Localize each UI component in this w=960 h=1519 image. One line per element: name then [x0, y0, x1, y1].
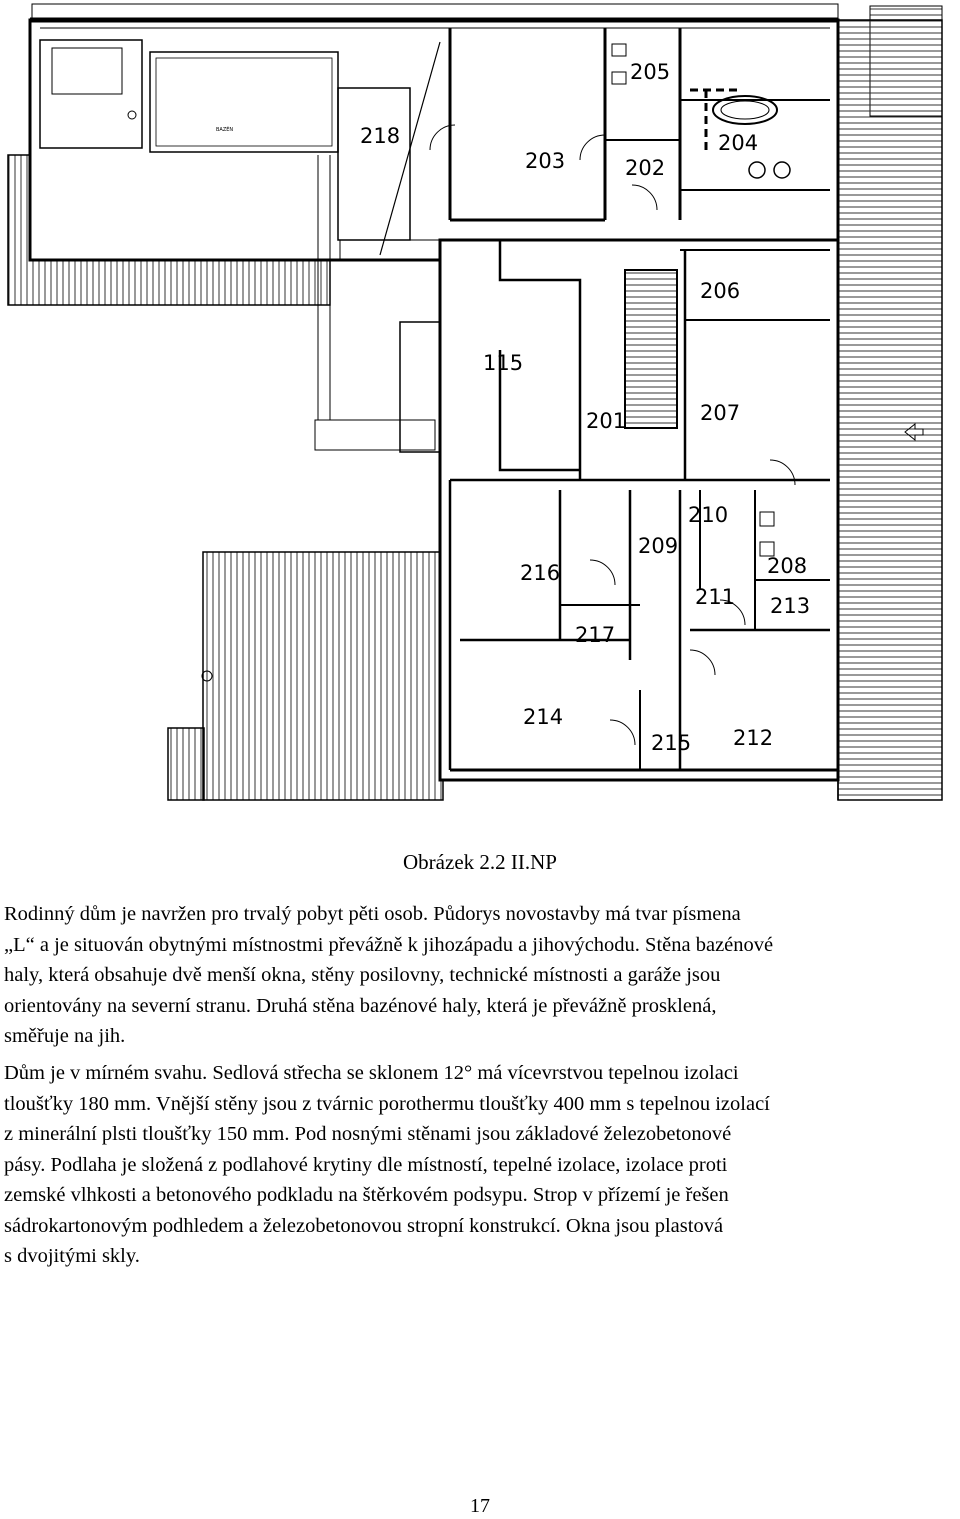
room-202: 202	[625, 156, 665, 180]
figure-caption: Obrázek 2.2 II.NP	[403, 850, 557, 874]
room-207: 207	[700, 401, 740, 425]
room-217: 217	[575, 623, 615, 647]
page-number: 17	[470, 1495, 490, 1517]
room-218: 218	[360, 124, 400, 148]
room-203: 203	[525, 149, 565, 173]
roof-right	[837, 19, 943, 801]
paragraph-line: s dvojitými skly.	[4, 1245, 140, 1267]
room-209: 209	[638, 534, 678, 558]
paragraph-line: orientovány na severní stranu. Druhá stě…	[4, 994, 717, 1017]
room-208: 208	[767, 554, 807, 578]
room-204: 204	[718, 131, 758, 155]
paragraph-line: sádrokartonovým podhledem a železobetono…	[4, 1214, 724, 1237]
room-201: 201	[586, 409, 626, 433]
paragraph-line: zemské vlhkosti a betonového podkladu na…	[4, 1184, 729, 1206]
paragraph-line: z minerální plsti tloušťky 150 mm. Pod n…	[4, 1123, 732, 1145]
paragraph-1: Rodinný dům je navržen pro trvalý pobyt …	[4, 899, 956, 1052]
bathtub	[712, 95, 778, 125]
room-215: 215	[651, 731, 691, 755]
room-210: 210	[688, 503, 728, 527]
room-216: 216	[520, 561, 560, 585]
room-205: 205	[630, 60, 670, 84]
paragraph-line: „L“ a je situován obytnými místnostmi př…	[4, 933, 774, 956]
room-214: 214	[523, 705, 563, 729]
paragraph-line: směřuje na jih.	[4, 1025, 126, 1047]
terrace-step	[167, 727, 205, 801]
paragraph-line: Rodinný dům je navržen pro trvalý pobyt …	[4, 903, 741, 925]
paragraph-2: Dům je v mírném svahu. Sedlová střecha s…	[4, 1058, 956, 1272]
room-206: 206	[700, 279, 740, 303]
paragraph-line: pásy. Podlaha je složená z podlahové kry…	[4, 1153, 728, 1176]
terrace-bottom-left	[202, 551, 444, 801]
floor-plan-drawing: BAZÉN	[7, 3, 943, 801]
paragraph-line: tloušťky 180 mm. Vnější stěny jsou z tvá…	[4, 1092, 770, 1115]
paragraph-line: haly, která obsahuje dvě menší okna, stě…	[4, 964, 721, 986]
room-211: 211	[695, 585, 735, 609]
room-115: 115	[483, 351, 523, 375]
room-213: 213	[770, 594, 810, 618]
paragraph-line: Dům je v mírném svahu. Sedlová střecha s…	[4, 1062, 739, 1084]
room-212: 212	[733, 726, 773, 750]
building-outline-upper	[28, 18, 840, 262]
svg-text:BAZÉN: BAZÉN	[216, 125, 233, 133]
